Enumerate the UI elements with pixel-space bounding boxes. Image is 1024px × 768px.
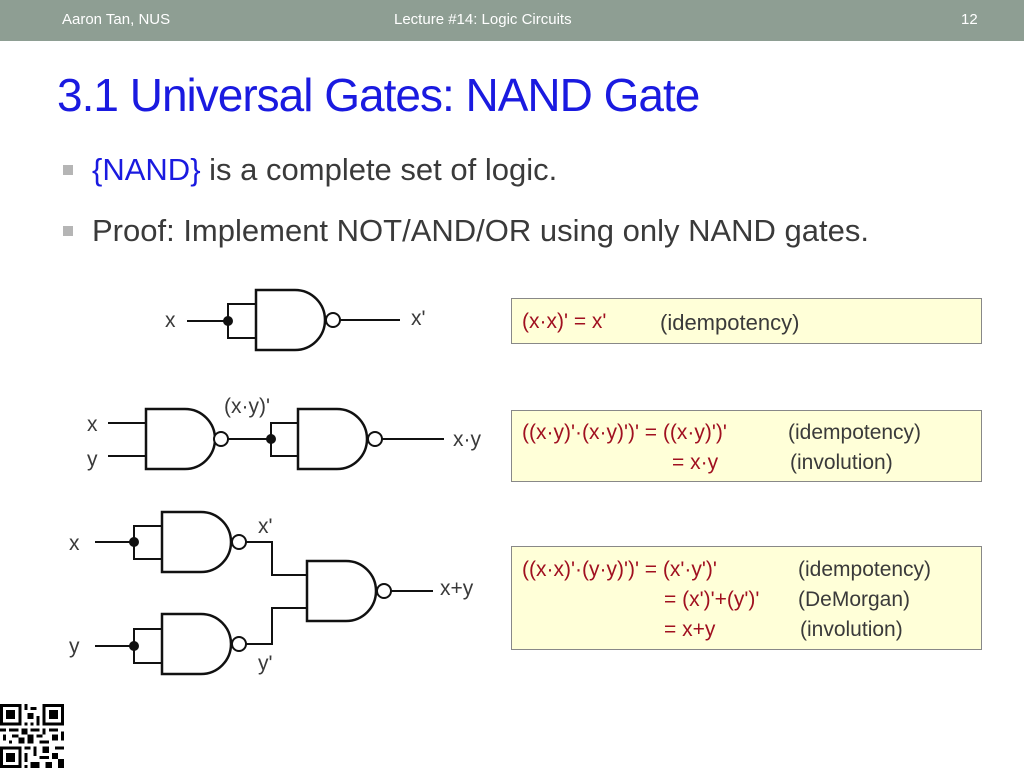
equation-text: (x·x)' = x' [522, 310, 607, 333]
author-label: Aaron Tan, NUS [62, 11, 171, 28]
wire [246, 541, 307, 576]
wire [246, 607, 307, 645]
or-output-label: x+y [440, 577, 474, 600]
nand-gate [254, 288, 327, 352]
equation-comment: (DeMorgan) [798, 588, 911, 611]
nand-gate [160, 612, 233, 676]
bullet-item: Proof: Implement NOT/AND/OR using only N… [60, 213, 869, 249]
not-output-label: x' [411, 307, 426, 330]
nand-gate [305, 559, 378, 623]
or-input-x-label: x [69, 532, 80, 555]
equation-box-not: (x·x)' = x' (idempotency) [511, 298, 982, 344]
equation-comment: (idempotency) [660, 310, 800, 335]
or-mid-x-label: x' [258, 515, 273, 538]
nand-gate [144, 407, 217, 471]
equation-comment: (involution) [790, 451, 893, 474]
wire [270, 422, 298, 457]
page-number: 12 [961, 11, 978, 28]
equation-text: = (x')'+(y')' [664, 588, 760, 611]
equation-text: = x·y [672, 451, 719, 474]
or-input-y-label: y [69, 635, 80, 658]
or-mid-y-label: y' [258, 652, 273, 675]
inversion-bubble [231, 636, 247, 652]
bullet-text: is a complete set of logic. [200, 152, 558, 187]
inversion-bubble [213, 431, 229, 447]
equation-text: ((x·y)'·(x·y)')' = ((x·y)')' [522, 421, 727, 444]
slide-header: Aaron Tan, NUS Lecture #14: Logic Circui… [0, 0, 1024, 41]
equation-box-and: ((x·y)'·(x·y)')' = ((x·y)')' (idempotenc… [511, 410, 982, 482]
wire [227, 303, 256, 339]
bullet-item: {NAND} is a complete set of logic. [60, 152, 869, 188]
bullet-highlight: {NAND} [92, 152, 201, 187]
equation-box-or: ((x·x)'·(y·y)')' = (x'·y')' (idempotency… [511, 546, 982, 650]
wire [133, 525, 162, 560]
inversion-bubble [367, 431, 383, 447]
bullet-list: {NAND} is a complete set of logic. Proof… [60, 152, 869, 274]
inversion-bubble [325, 312, 341, 328]
and-output-label: x·y [453, 428, 481, 451]
or-circuit: x y x' y' x+y [69, 510, 474, 676]
inversion-bubble [231, 534, 247, 550]
equation-text: ((x·x)'·(y·y)')' = (x'·y')' [522, 558, 717, 581]
lecture-label: Lecture #14: Logic Circuits [394, 11, 572, 28]
square-bullet-icon [63, 165, 73, 175]
not-circuit: x x' [165, 288, 426, 352]
and-circuit: x y (x·y)' x·y [87, 395, 481, 471]
not-input-label: x [165, 309, 176, 332]
and-middle-label: (x·y)' [224, 395, 270, 418]
qr-code-icon [0, 704, 64, 768]
slide-title: 3.1 Universal Gates: NAND Gate [57, 69, 700, 121]
wire [108, 422, 146, 457]
wire [133, 628, 162, 664]
nand-gate [160, 510, 233, 574]
equation-comment: (idempotency) [788, 421, 922, 444]
equation-comment: (involution) [800, 618, 903, 641]
bullet-text: Proof: Implement NOT/AND/OR using only N… [92, 213, 869, 248]
square-bullet-icon [63, 226, 73, 236]
inversion-bubble [376, 583, 392, 599]
and-input-y-label: y [87, 448, 98, 471]
and-input-x-label: x [87, 413, 98, 436]
nand-gate [296, 407, 369, 471]
equation-comment: (idempotency) [798, 558, 932, 581]
equation-text: = x+y [664, 618, 716, 641]
